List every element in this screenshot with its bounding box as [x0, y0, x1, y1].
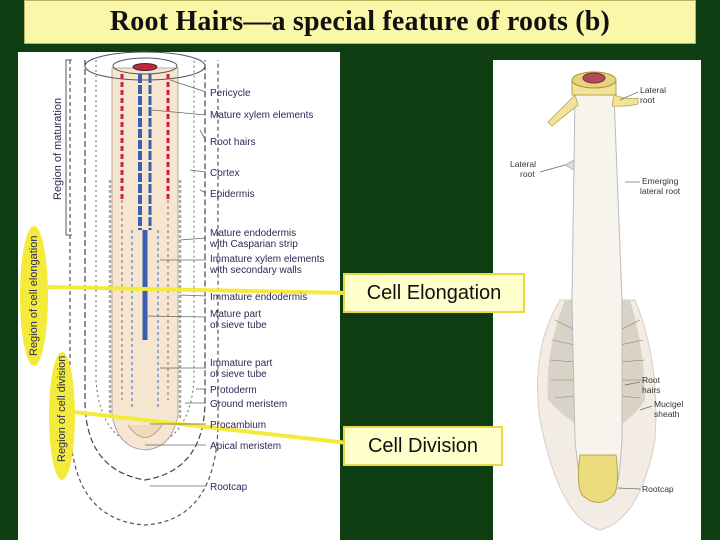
elongation-connector-line [47, 285, 349, 295]
label-immature-part: Immature part [210, 358, 272, 369]
label-mature-part: Mature part [210, 309, 261, 320]
label-emerging-2: lateral root [640, 186, 681, 196]
label-leader-lines [144, 79, 207, 487]
cell-division-text: Cell Division [367, 434, 479, 457]
region-division-label: Region of cell division [56, 356, 68, 462]
label-protoderm: Protoderm [210, 385, 257, 396]
label-immature-endodermis: Immature endodermis [210, 292, 307, 303]
division-region-highlight [49, 352, 75, 480]
label-mucigel-2: sheath [654, 409, 680, 419]
elongation-region-highlight [20, 226, 48, 366]
region-maturation-label: Region of maturation [52, 98, 64, 200]
slide-title: Root Hairs—a special feature of roots (b… [109, 6, 611, 37]
label-rootcap-right: Rootcap [642, 484, 674, 494]
cell-elongation-text: Cell Elongation [366, 281, 502, 304]
label-lateral-root-left-2: root [520, 169, 535, 179]
label-immature-xylem: Immature xylem elements [210, 254, 324, 265]
label-root-hairs-right-1: Root [642, 375, 661, 385]
region-elongation-label: Region of cell elongation [28, 236, 40, 356]
label-lateral-root-left-1: Lateral [510, 159, 536, 169]
label-rootcap: Rootcap [210, 482, 248, 493]
label-mature-xylem: Mature xylem elements [210, 110, 313, 121]
region-brackets [65, 59, 72, 236]
label-ground-meristem: Ground meristem [210, 399, 287, 410]
label-secondary-walls: with secondary walls [209, 265, 302, 276]
label-epidermis: Epidermis [210, 189, 254, 200]
label-lateral-root-top-2: root [640, 95, 655, 105]
label-pericycle: Pericycle [210, 88, 251, 99]
label-root-hairs-right-2: hairs [642, 385, 660, 395]
label-mature-endodermis: Mature endodermis [210, 228, 296, 239]
slide-title-bar: Root Hairs—a special feature of roots (b… [24, 0, 696, 44]
cell-division-callout: Cell Division [343, 426, 503, 466]
label-of-sieve-tube-2: of sieve tube [210, 369, 267, 380]
label-apical-meristem: Apical meristem [210, 441, 281, 452]
label-emerging-1: Emerging [642, 176, 679, 186]
label-casparian-strip: with Casparian strip [209, 239, 298, 250]
cell-elongation-callout: Cell Elongation [343, 273, 525, 313]
division-connector-line [73, 410, 349, 445]
label-lateral-root-top-1: Lateral [640, 85, 666, 95]
root-drawing [537, 71, 657, 531]
label-of-sieve-tube: of sieve tube [210, 320, 267, 331]
label-root-hairs: Root hairs [210, 137, 256, 148]
label-mucigel-1: Mucigel [654, 399, 683, 409]
root-structure [69, 51, 219, 526]
right-leader-lines [539, 91, 653, 490]
label-procambium: Procambium [210, 420, 266, 431]
label-cortex: Cortex [210, 168, 239, 179]
